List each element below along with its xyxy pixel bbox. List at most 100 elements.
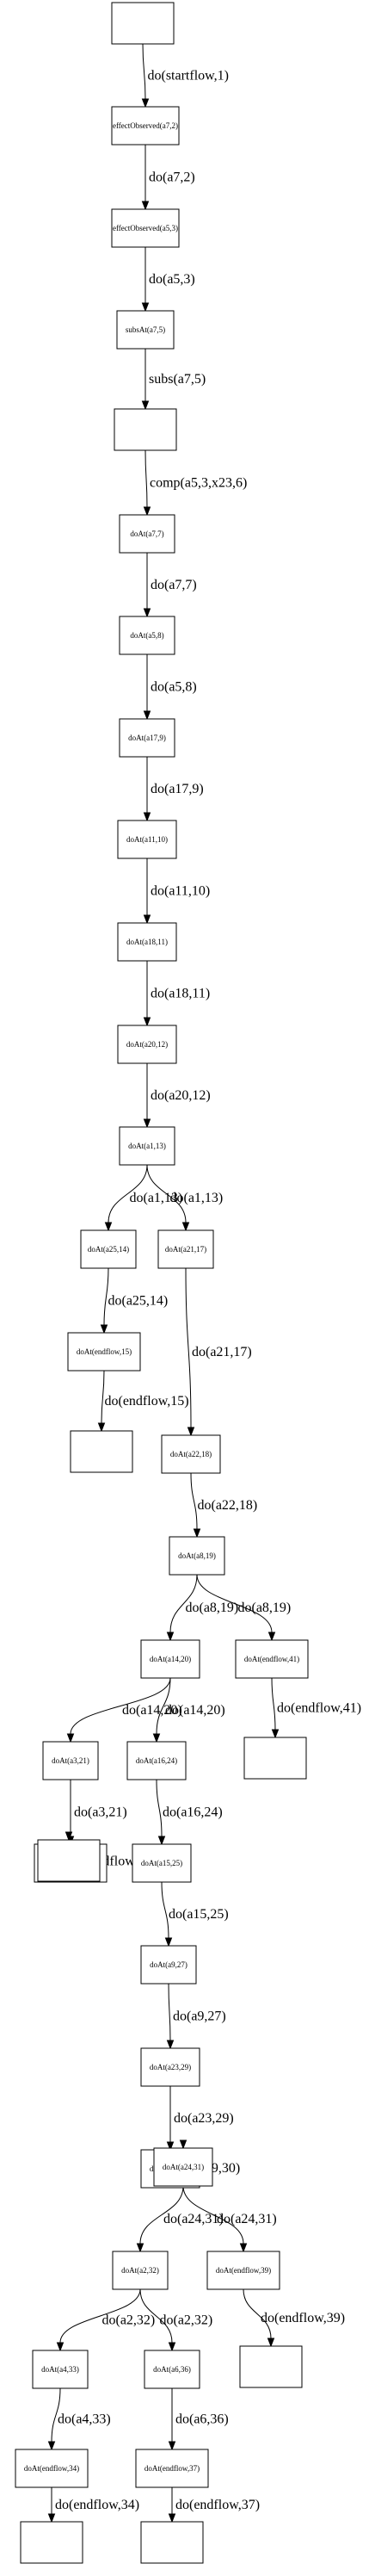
node-n3: subsAt(a7,5): [116, 310, 175, 350]
edge-line: [70, 1677, 171, 1735]
edge-label: do(a11,10): [151, 884, 210, 899]
node-box: [112, 2251, 169, 2290]
node-label: doAt(a16,24): [136, 1756, 177, 1765]
node-box: [15, 2449, 89, 2488]
node-box: [117, 1025, 177, 1064]
edge-label: comp(a5,3,x23,6): [150, 476, 247, 491]
node-box: [132, 1843, 192, 1883]
edge-label: do(a25,14): [108, 1294, 169, 1309]
node-box: [111, 106, 180, 146]
node-label: doAt(a15,25): [141, 1859, 182, 1867]
empty-node-n38: [140, 2521, 204, 2564]
edge-n10-n11: do(a20,12): [143, 1062, 211, 1129]
node-label: doAt(a22,18): [170, 1450, 212, 1458]
empty-node-n22: [243, 1737, 307, 1780]
node-box: [140, 2047, 200, 2087]
edge-label: do(a16,24): [163, 1805, 223, 1820]
arrowhead: [267, 2338, 275, 2348]
node-label: doAt(a7,7): [130, 529, 163, 538]
arrowhead: [104, 1222, 113, 1232]
edge-n1-n2: do(a7,2): [141, 144, 195, 211]
edge-label: do(a18,11): [151, 987, 210, 1001]
node-n7: doAt(a17,9): [119, 718, 175, 758]
node-box: [20, 2521, 83, 2564]
arrowhead: [187, 1427, 195, 1437]
edge-n17-n19: do(a8,19): [196, 1574, 291, 1642]
arrowhead: [157, 1836, 166, 1846]
edge-n8-n9: do(a11,10): [143, 858, 210, 925]
arrowhead: [179, 2139, 188, 2150]
node-n27: doAt(a23,29): [140, 2047, 200, 2087]
node-label: doAt(a24,31): [163, 2163, 204, 2171]
edge-line: [190, 1472, 198, 1530]
empty-node-n16: [70, 1430, 133, 1473]
arrowhead: [100, 1324, 108, 1334]
node-n1: effectObserved(a7,2): [111, 106, 180, 146]
node-box: [153, 2147, 213, 2187]
arrowhead: [56, 2342, 65, 2352]
node-label: doAt(a3,21): [52, 1756, 89, 1765]
node-label: effectObserved(a7,2): [113, 121, 178, 130]
node-box: [161, 1434, 221, 1474]
arrowhead: [143, 1017, 151, 1027]
edge-n29-n30: do(a24,31): [136, 2185, 224, 2253]
edge-n6-n7: do(a5,8): [143, 653, 197, 721]
arrowhead: [141, 201, 150, 211]
edge-label: do(a1,13): [170, 1191, 224, 1205]
edge-line: [59, 2288, 141, 2344]
edge-line: [243, 2288, 272, 2339]
node-n10: doAt(a20,12): [117, 1025, 177, 1064]
edge-line: [156, 1677, 171, 1735]
edges-layer: do(startflow,1)do(a7,2)do(a5,3)subs(a7,5…: [47, 43, 361, 2523]
edge-line: [51, 2387, 61, 2443]
node-box: [157, 1229, 214, 1269]
edge-n0-n1: do(startflow,1): [141, 43, 229, 108]
nodes-layer: effectObserved(a7,2)effectObserved(a5,3)…: [15, 2, 309, 2564]
edge-label: do(a1,13): [130, 1191, 183, 1205]
node-box: [42, 1741, 99, 1780]
edge-label: do(a20,12): [151, 1088, 211, 1103]
node-box: [243, 1737, 307, 1780]
edge-line: [142, 43, 146, 100]
node-box: [135, 2449, 209, 2488]
edge-line: [196, 1574, 273, 1633]
node-label: doAt(endflow,37): [144, 2464, 200, 2473]
empty-node-n4: [114, 408, 177, 451]
edge-label: do(endflow,37): [175, 2498, 260, 2512]
arrowhead: [136, 2243, 144, 2253]
node-n21: doAt(a16,24): [126, 1741, 187, 1780]
node-label: doAt(a8,19): [178, 1551, 216, 1560]
node-n33: doAt(a6,36): [144, 2350, 200, 2389]
node-label: doAt(a20,12): [126, 1040, 168, 1049]
arrowhead: [143, 710, 151, 721]
arrowhead: [239, 2243, 248, 2253]
arrowhead: [271, 1729, 280, 1739]
edge-n24-n26: do(a15,25): [161, 1881, 229, 1947]
node-label: doAt(endflow,15): [77, 1347, 132, 1356]
node-box: [67, 1332, 141, 1372]
node-label: doAt(endflow,41): [244, 1655, 299, 1663]
node-label: doAt(endflow,39): [216, 2266, 271, 2275]
node-label: doAt(a23,29): [150, 2063, 191, 2071]
node-label: doAt(a5,8): [130, 631, 163, 640]
edge-label: do(a4,33): [58, 2412, 111, 2427]
edge-n21-n24: do(a16,24): [156, 1779, 223, 1846]
node-n20: doAt(a3,21): [42, 1741, 99, 1780]
edge-n30-n33: do(a2,32): [139, 2288, 212, 2352]
edge-n11-n12: do(a1,13): [104, 1164, 183, 1232]
empty-node-n34: [239, 2345, 303, 2388]
node-box: [80, 1229, 137, 1269]
edge-n33-n36: do(a6,36): [168, 2388, 229, 2451]
edge-n32-n35: do(a4,33): [47, 2387, 111, 2451]
edge-line: [169, 1574, 198, 1633]
edge-n4-n5: comp(a5,3,x23,6): [143, 449, 247, 517]
edge-line: [185, 1267, 192, 1428]
edge-label: do(a2,32): [102, 2313, 156, 2328]
edge-n27-n28: do(a23,29): [166, 2086, 234, 2152]
node-n30: doAt(a2,32): [112, 2251, 169, 2290]
arrowhead: [143, 1118, 151, 1129]
edge-label: do(a14,20): [165, 1703, 225, 1718]
node-box: [117, 820, 177, 859]
edge-label: do(a24,31): [217, 2212, 277, 2226]
node-box: [37, 1839, 101, 1882]
